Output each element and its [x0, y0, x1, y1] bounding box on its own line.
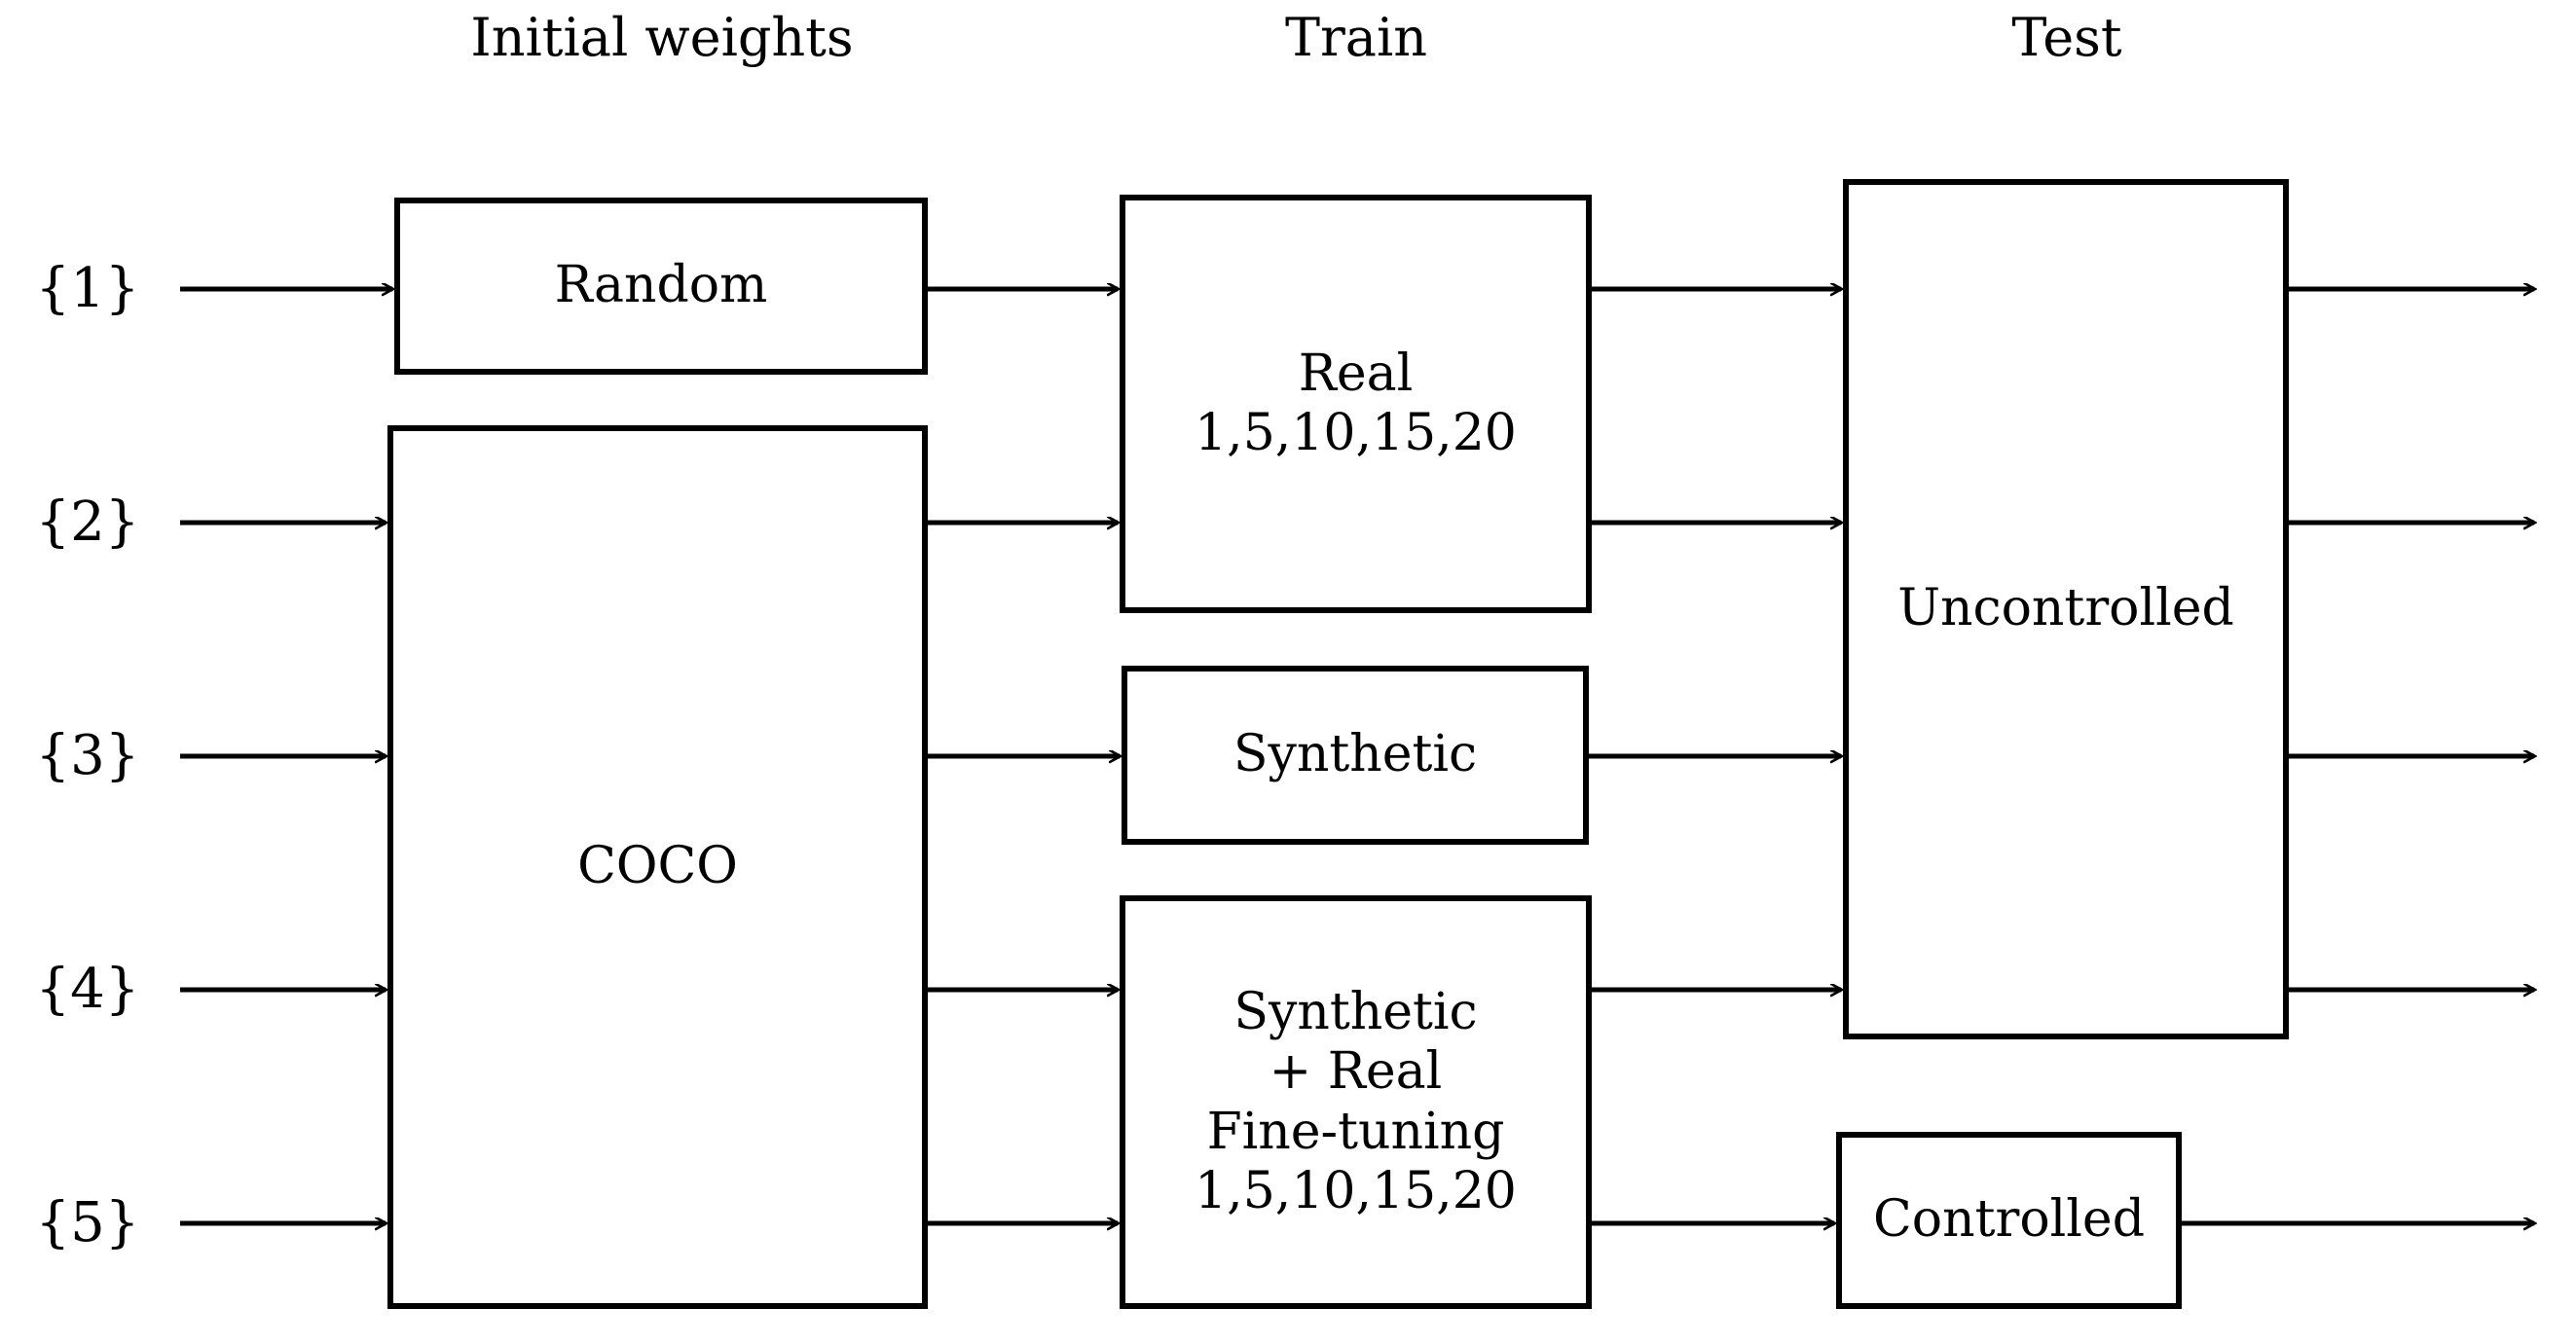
column-header-label: Initial weights	[470, 7, 854, 68]
row-label-5: {5}	[35, 1191, 140, 1254]
column-header-initial-weights: Initial weights	[389, 12, 935, 64]
box-test-uncontrolled: Uncontrolled	[1843, 179, 2289, 1039]
box-label: Uncontrolled	[1897, 579, 2234, 638]
row-label-3: {3}	[35, 724, 140, 787]
box-label: Synthetic + Real Fine-tuning 1,5,10,15,2…	[1195, 982, 1517, 1220]
row-label-4: {4}	[35, 958, 140, 1021]
box-label: Synthetic	[1233, 725, 1478, 784]
box-label: Controlled	[1873, 1190, 2145, 1250]
box-label: COCO	[577, 837, 738, 896]
column-header-test: Test	[1843, 12, 2291, 64]
box-label: Real 1,5,10,15,20	[1195, 344, 1517, 462]
row-label-1: {1}	[35, 257, 140, 320]
box-train-synthetic: Synthetic	[1122, 666, 1589, 845]
box-test-controlled: Controlled	[1836, 1132, 2182, 1309]
column-header-train: Train	[1118, 12, 1595, 64]
column-header-label: Train	[1284, 7, 1428, 68]
row-label-2: {2}	[35, 490, 140, 554]
box-label: Random	[554, 256, 768, 315]
box-coco: COCO	[387, 425, 928, 1309]
box-train-real: Real 1,5,10,15,20	[1120, 195, 1592, 613]
column-header-label: Test	[2011, 7, 2122, 68]
box-random: Random	[394, 198, 928, 375]
box-train-synthetic-real-finetuning: Synthetic + Real Fine-tuning 1,5,10,15,2…	[1120, 895, 1592, 1309]
